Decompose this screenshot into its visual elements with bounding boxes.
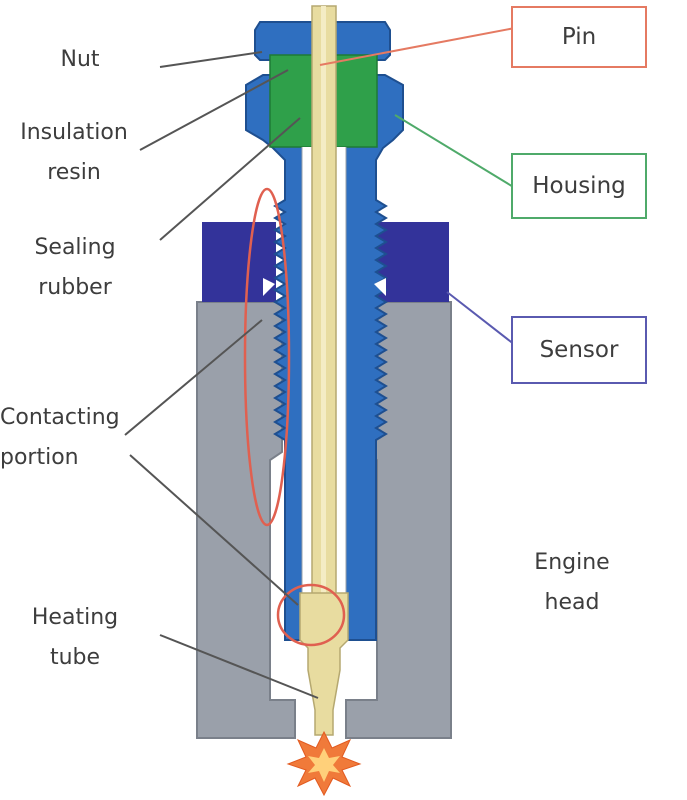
label-engine-head-line2: head [544, 590, 600, 615]
label-contacting-portion-line2: portion [0, 445, 79, 470]
label-insulation-resin-line1: Insulation [20, 120, 128, 145]
contacting-portion-highlight [243, 187, 291, 527]
sensor-label-text: Sensor [539, 337, 619, 363]
pin-label-text: Pin [561, 24, 597, 50]
housing-label-text: Housing [532, 173, 626, 199]
label-sealing-rubber-line1: Sealing [34, 235, 116, 260]
label-insulation-resin-line2: resin [47, 160, 101, 185]
label-heating-tube: Heating tube [20, 598, 130, 678]
label-nut-text: Nut [60, 47, 100, 72]
label-heating-tube-line2: tube [49, 645, 101, 670]
sensor-label-box: Sensor [511, 316, 647, 384]
label-insulation-resin: Insulation resin [4, 113, 144, 193]
label-sealing-rubber: Sealing rubber [20, 228, 130, 308]
sensor-block [202, 222, 449, 302]
heating-tube-highlight [276, 583, 346, 647]
thread-highlight-left [263, 278, 275, 296]
pin [311, 5, 337, 597]
label-sealing-rubber-line2: rubber [38, 275, 112, 300]
pin-label-box: Pin [511, 6, 647, 68]
heating-tube [299, 592, 349, 736]
label-nut: Nut [50, 40, 110, 80]
leader-lines [124, 27, 516, 699]
label-contacting-portion-line1: Contacting [0, 405, 120, 430]
label-heating-tube-line1: Heating [31, 605, 119, 630]
label-contacting-portion: Contacting portion [0, 398, 132, 478]
housing-label-box: Housing [511, 153, 647, 219]
label-engine-head: Engine head [522, 543, 622, 623]
thread-highlight-right [374, 278, 386, 296]
label-engine-head-line1: Engine [534, 550, 610, 575]
